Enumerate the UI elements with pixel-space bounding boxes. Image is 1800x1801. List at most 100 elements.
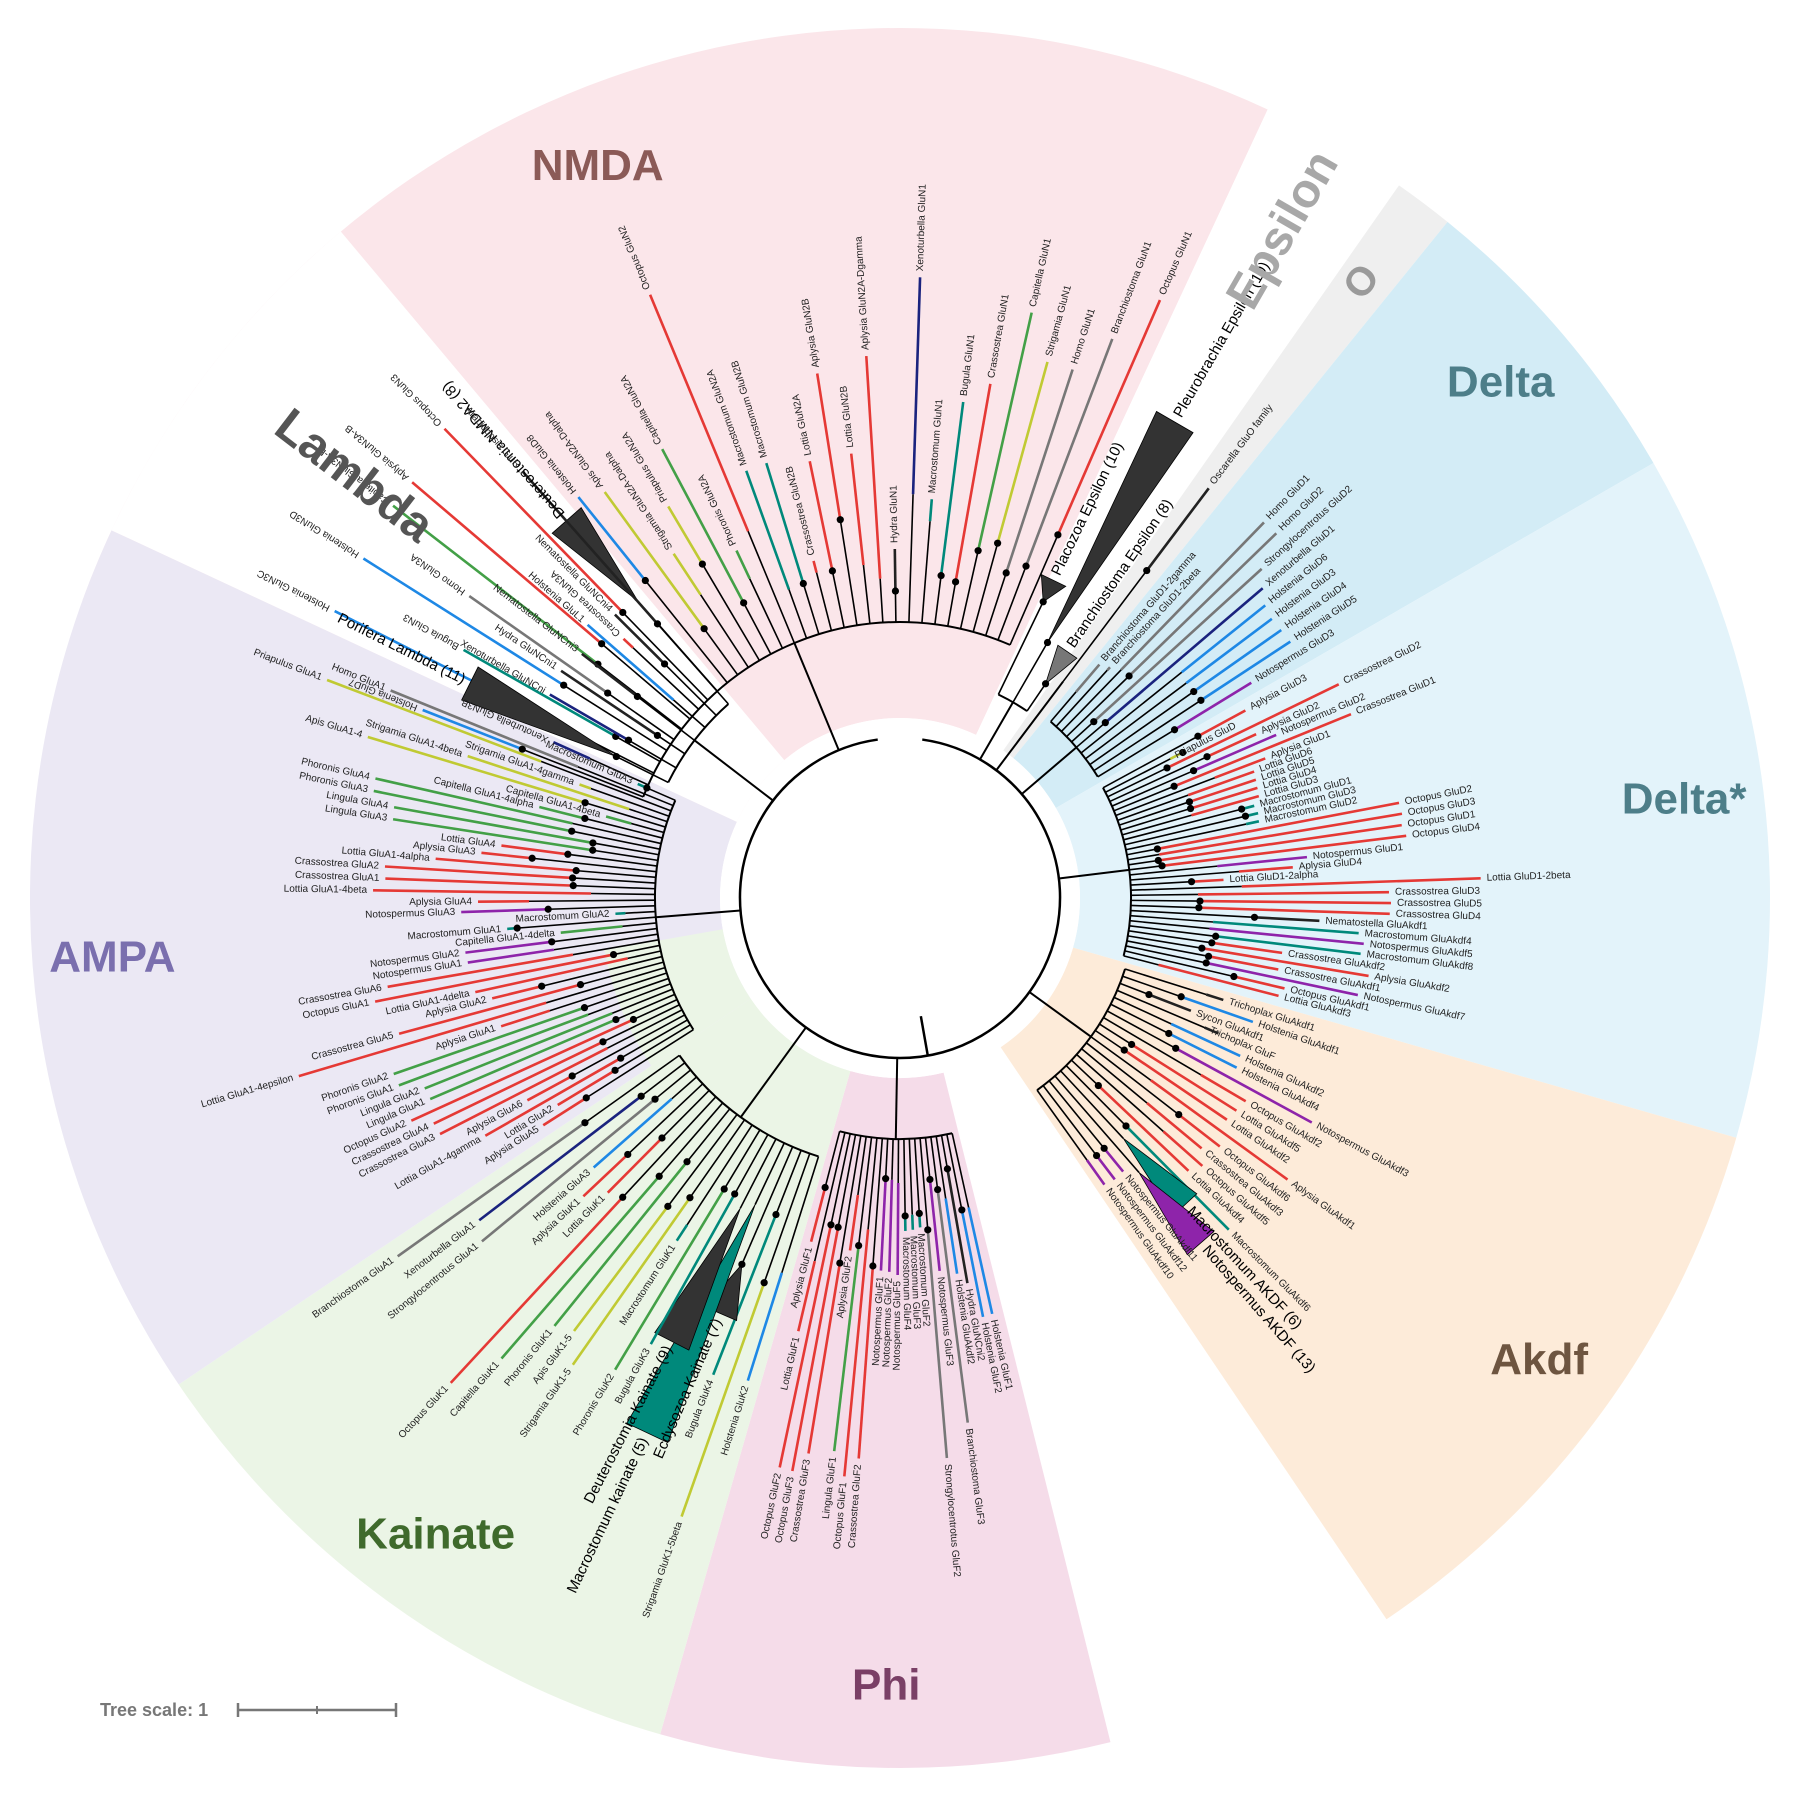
support-node xyxy=(612,1015,620,1024)
branch-inner xyxy=(1116,989,1219,1035)
branch-inner xyxy=(1129,925,1216,938)
clade-arc-epsilon xyxy=(997,693,1028,712)
support-node xyxy=(760,1279,768,1287)
branch-inner xyxy=(615,735,661,763)
support-node xyxy=(1101,719,1109,727)
branch-leaf xyxy=(1189,778,1257,804)
branch-leaf xyxy=(614,1188,726,1371)
branch-inner xyxy=(733,1134,769,1195)
branch-leaf xyxy=(928,499,934,522)
branch-leaf xyxy=(586,623,675,701)
support-node xyxy=(568,1072,576,1080)
clade-sectors xyxy=(29,27,1771,1768)
branch-leaf xyxy=(1123,1049,1228,1121)
branch-inner xyxy=(686,1108,731,1163)
clade-label-delta: Delta xyxy=(1447,358,1555,407)
branch-inner xyxy=(587,983,671,1016)
branch-leaf xyxy=(1097,1084,1190,1172)
clade-stem-ampa xyxy=(655,909,741,919)
branch-leaf xyxy=(778,1224,833,1468)
branch-inner xyxy=(689,1119,746,1199)
branch-inner xyxy=(1106,1010,1177,1050)
branch-inner xyxy=(1048,1080,1105,1149)
support-node xyxy=(827,1221,835,1229)
branch-inner xyxy=(663,663,717,716)
support-node xyxy=(609,950,618,959)
branch-leaf xyxy=(896,1182,900,1276)
branch-leaf xyxy=(1092,567,1263,723)
clade-stem-akdf xyxy=(1028,991,1092,1038)
branch-leaf xyxy=(807,1262,842,1454)
branch-leaf xyxy=(410,1018,634,1122)
branch-inner xyxy=(839,1135,862,1264)
branch-leaf xyxy=(765,462,805,584)
branch-leaf xyxy=(1175,1047,1313,1124)
branch-inner xyxy=(548,905,656,911)
branch-inner xyxy=(606,1009,683,1049)
support-node xyxy=(1153,845,1161,853)
branch-inner xyxy=(867,1137,878,1230)
branch-leaf xyxy=(1238,865,1293,873)
support-node xyxy=(560,681,568,689)
support-node xyxy=(651,1095,659,1103)
branch-leaf xyxy=(1200,1073,1247,1103)
branch-leaf xyxy=(622,637,634,649)
support-node xyxy=(581,1119,589,1127)
branch-leaf xyxy=(649,1193,736,1345)
branch-inner xyxy=(1124,968,1207,996)
clade-arc-delta xyxy=(1050,720,1099,778)
support-node xyxy=(1170,726,1179,734)
branch-inner xyxy=(748,578,784,649)
branch-leaf xyxy=(1148,993,1192,1013)
branch-leaf xyxy=(815,373,842,520)
branch-leaf xyxy=(1103,1147,1125,1173)
branch-inner xyxy=(592,842,659,856)
support-node xyxy=(731,1190,739,1198)
branch-inner xyxy=(656,623,729,705)
branch-inner xyxy=(934,575,942,625)
branch-inner xyxy=(590,787,670,817)
support-node xyxy=(1043,638,1052,647)
branch-inner xyxy=(573,884,656,890)
branch-leaf xyxy=(672,553,702,596)
branch-leaf xyxy=(1075,663,1101,693)
clade-label-ampa: AMPA xyxy=(49,933,175,982)
support-node xyxy=(924,1226,932,1234)
sector-lambda xyxy=(111,231,785,822)
support-node xyxy=(604,689,612,697)
branch-inner xyxy=(1080,671,1183,754)
support-node xyxy=(617,1054,625,1062)
branch-leaf xyxy=(1199,899,1391,905)
branch-inner xyxy=(1121,814,1192,836)
branch-leaf xyxy=(1200,640,1292,702)
branch-inner xyxy=(742,602,772,655)
support-node xyxy=(1158,862,1166,870)
branch-inner xyxy=(611,988,673,1015)
branch-inner xyxy=(813,1132,846,1262)
branch-inner xyxy=(1130,914,1214,923)
branch-inner xyxy=(1130,870,1240,881)
branch-inner xyxy=(576,869,656,879)
branch-leaf xyxy=(449,1196,624,1384)
support-node xyxy=(569,874,577,882)
branch-inner xyxy=(1105,751,1184,793)
support-node xyxy=(1175,1110,1183,1119)
branch-leaf xyxy=(745,470,791,590)
branch-leaf xyxy=(1130,1043,1238,1112)
branch-leaf xyxy=(1158,963,1279,998)
branch-inner xyxy=(584,817,663,839)
branch-inner xyxy=(1130,909,1255,919)
support-node xyxy=(1194,732,1202,740)
support-node xyxy=(1039,598,1047,606)
clade-arc-kainate xyxy=(678,1054,819,1158)
branch-inner xyxy=(1066,675,1130,738)
branch-leaf xyxy=(1205,993,1224,1002)
branch-leaf xyxy=(1004,369,1074,574)
branch-leaf xyxy=(1161,834,1407,868)
support-node xyxy=(740,599,748,607)
branch-inner xyxy=(997,601,1044,695)
branch-inner xyxy=(763,1153,811,1283)
branch-leaf xyxy=(1185,617,1273,685)
support-node xyxy=(658,1134,666,1142)
branch-leaf xyxy=(1254,916,1320,923)
